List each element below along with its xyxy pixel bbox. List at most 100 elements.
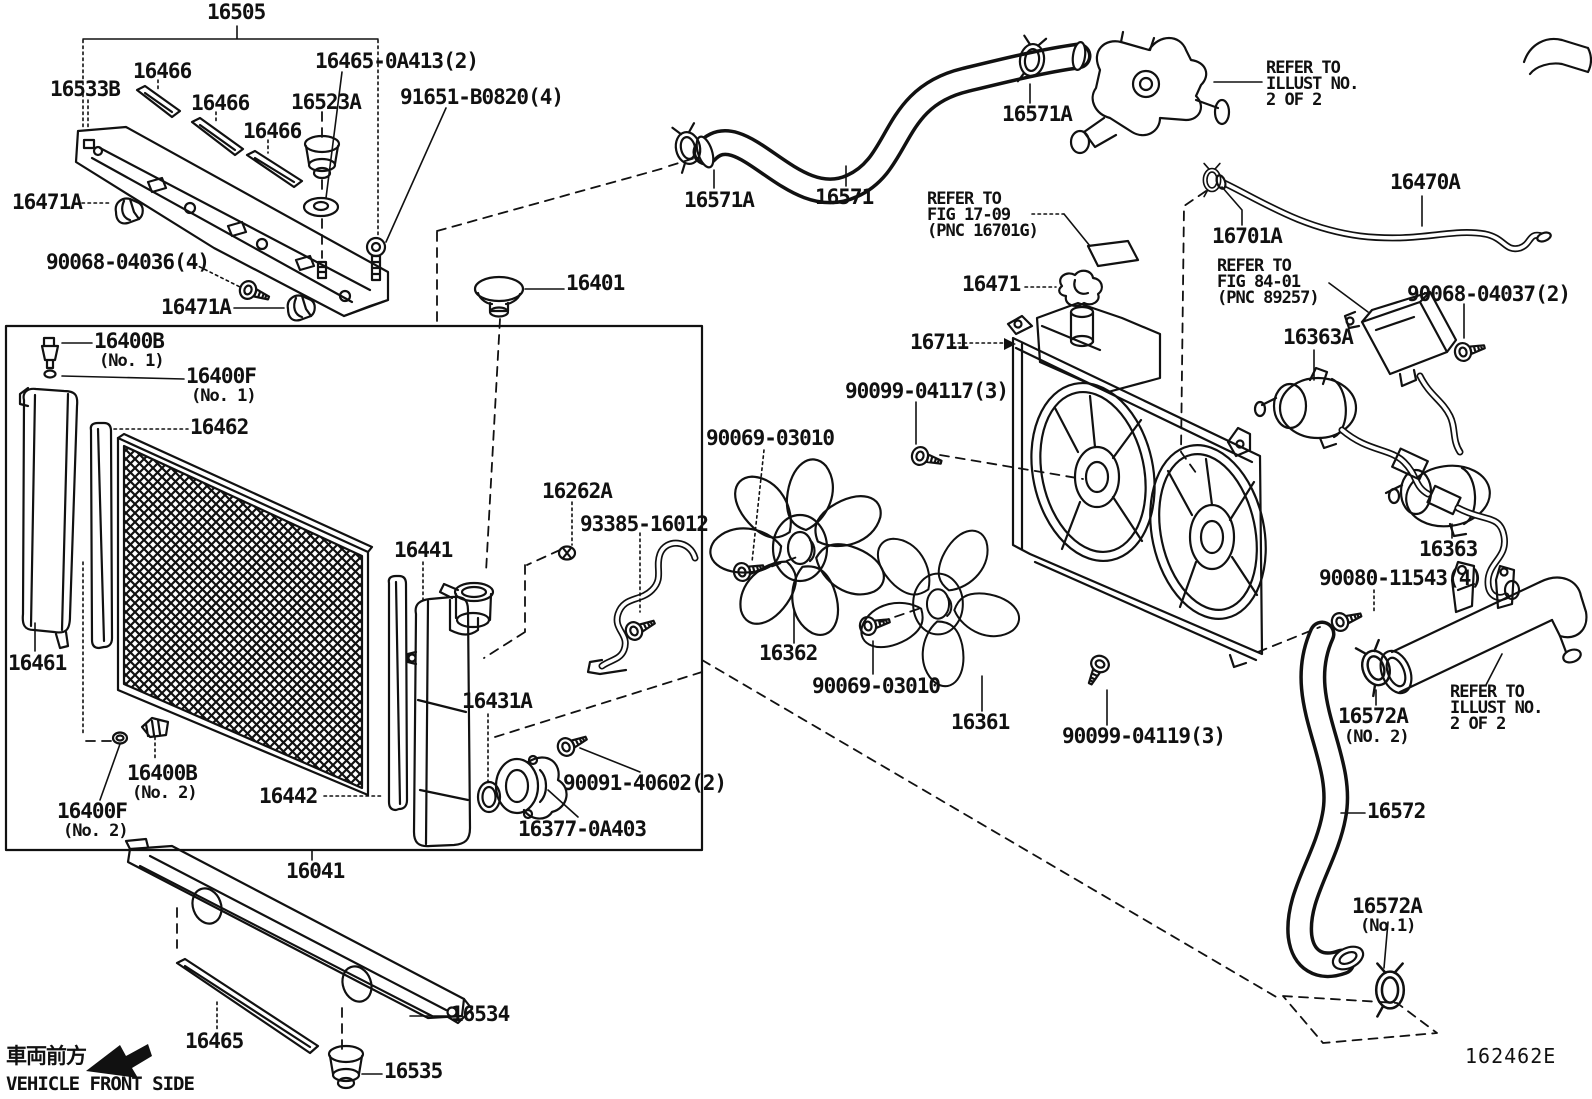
part-label-16571: 16571 — [815, 185, 874, 209]
part-label-line: FIG 84-01 — [1217, 272, 1301, 292]
part-label-16572: 16572 — [1367, 799, 1426, 823]
part-label-90068-04036: 90068-04036(4) — [46, 250, 210, 274]
cap-16471 — [1058, 269, 1103, 307]
part-label-front-jp: 車両前方 — [6, 1044, 87, 1068]
part-label-90099-04119: 90099-04119(3) — [1062, 724, 1226, 748]
part-label-16363A: 16363A — [1283, 325, 1354, 349]
seal-strip-16466-1 — [135, 84, 182, 119]
part-label-line: REFER TO — [1217, 256, 1292, 276]
part-label-line: REFER TO — [927, 189, 1002, 209]
part-label-90068-04037: 90068-04037(2) — [1407, 282, 1571, 306]
part-label-line: (PNC 16701G) — [927, 221, 1039, 241]
part-label-16442: 16442 — [259, 784, 318, 808]
tank-16441 — [406, 581, 495, 848]
fan-shroud-16711 — [1006, 301, 1267, 669]
part-label-line: REFER TO — [1450, 682, 1525, 702]
part-label-16471A-1: 16471A — [12, 190, 83, 214]
radiator-subassembly-box — [4, 324, 704, 852]
o-ring-16431A — [476, 780, 502, 814]
part-label-16361: 16361 — [951, 710, 1010, 734]
part-label-16471: 16471 — [962, 272, 1021, 296]
part-label-16466-3: 16466 — [243, 119, 302, 143]
plate-fig-17-09 — [1086, 239, 1140, 268]
part-label-16441: 16441 — [394, 538, 453, 562]
side-tank-16461 — [18, 336, 79, 650]
part-label-16572A-1-sub: (No.1) — [1360, 916, 1416, 936]
water-inlet-housing — [1069, 30, 1231, 155]
part-label-16462: 16462 — [190, 415, 249, 439]
part-label-16534: 16534 — [451, 1002, 510, 1026]
part-label-16461: 16461 — [8, 651, 67, 675]
part-label-16401: 16401 — [566, 271, 625, 295]
part-label-16262A: 16262A — [542, 479, 613, 503]
fan-motor-16363A — [1253, 366, 1358, 450]
seal-16442 — [387, 574, 409, 812]
part-label-16711: 16711 — [910, 330, 969, 354]
lower-support-16534 — [124, 837, 474, 1025]
part-label-16572A-1: 16572A — [1352, 894, 1423, 918]
part-label-line: 2 OF 2 — [1450, 714, 1506, 734]
part-label-drawing-code: 162462E — [1465, 1044, 1557, 1068]
part-label-16431A: 16431A — [462, 689, 533, 713]
part-label-16041: 16041 — [286, 859, 345, 883]
part-label-16465: 16465 — [185, 1029, 244, 1053]
radiator-cap-16401 — [473, 275, 525, 318]
part-label-line: ILLUST NO. — [1450, 698, 1543, 718]
part-label-90069-03010-1: 90069-03010 — [706, 426, 835, 450]
part-label-16466-1: 16466 — [133, 59, 192, 83]
part-label-16465-0A413: 16465-0A413(2) — [315, 49, 479, 73]
part-label-16701A: 16701A — [1212, 224, 1283, 248]
part-label-16400B-1: 16400B — [94, 329, 165, 353]
seal-16462 — [89, 421, 114, 650]
part-label-16400B-2: 16400B — [127, 761, 198, 785]
part-label-line: 2 OF 2 — [1266, 90, 1322, 110]
part-label-16400B-1-sub: (No. 1) — [99, 351, 165, 371]
part-label-90069-03010-2: 90069-03010 — [812, 674, 941, 698]
part-label-16571A-R: 16571A — [1002, 102, 1073, 126]
part-label-16471A-2: 16471A — [161, 295, 232, 319]
part-label-16400B-2-sub: (No. 2) — [132, 783, 198, 803]
part-label-90099-04117: 90099-04117(3) — [845, 379, 1009, 403]
part-label-line: REFER TO — [1266, 58, 1341, 78]
screw-91651 — [365, 236, 387, 282]
part-label-16466-2: 16466 — [191, 91, 250, 115]
part-label-line: FIG 17-09 — [927, 205, 1011, 225]
part-label-90091-40602: 90091-40602(2) — [563, 771, 727, 795]
part-label-93385-16012: 93385-16012 — [580, 512, 709, 536]
part-label-16523A: 16523A — [291, 90, 362, 114]
fan-16362 — [705, 458, 891, 644]
part-label-16377-0A403: 16377-0A403 — [518, 817, 647, 841]
lower-hose-16572 — [1286, 620, 1365, 979]
upper-support-drawing — [74, 125, 390, 318]
leader-lines — [34, 25, 1503, 1075]
part-label-16400F-2-sub: (No. 2) — [63, 821, 129, 841]
part-label-16362: 16362 — [759, 641, 818, 665]
part-label-front-en: VEHICLE FRONT SIDE — [6, 1073, 195, 1095]
part-label-91651-B0820: 91651-B0820(4) — [400, 85, 564, 109]
seal-16465 — [175, 957, 320, 1055]
part-label-line: (PNC 89257) — [1217, 288, 1320, 308]
fan-16361 — [852, 522, 1021, 692]
part-label-16535: 16535 — [384, 1059, 443, 1083]
part-label-16400F-2: 16400F — [57, 799, 128, 823]
seal-strip-16466-3 — [245, 149, 304, 189]
vehicle-front-arrow — [86, 1044, 152, 1078]
part-label-line: ILLUST NO. — [1266, 74, 1359, 94]
water-outlet-pipe — [1379, 560, 1588, 695]
cut-pipe-top-right — [1522, 37, 1592, 76]
cushion-16523A — [302, 134, 341, 280]
wiring-harness — [1338, 372, 1521, 601]
part-label-16533B: 16533B — [50, 77, 121, 101]
seal-strip-16466-2 — [190, 116, 245, 157]
part-label-16571A-L: 16571A — [684, 188, 755, 212]
relay-fig-84-01 — [1343, 290, 1458, 388]
part-label-16363: 16363 — [1419, 537, 1478, 561]
part-label-16470A: 16470A — [1390, 170, 1461, 194]
radiator-core — [116, 432, 374, 797]
